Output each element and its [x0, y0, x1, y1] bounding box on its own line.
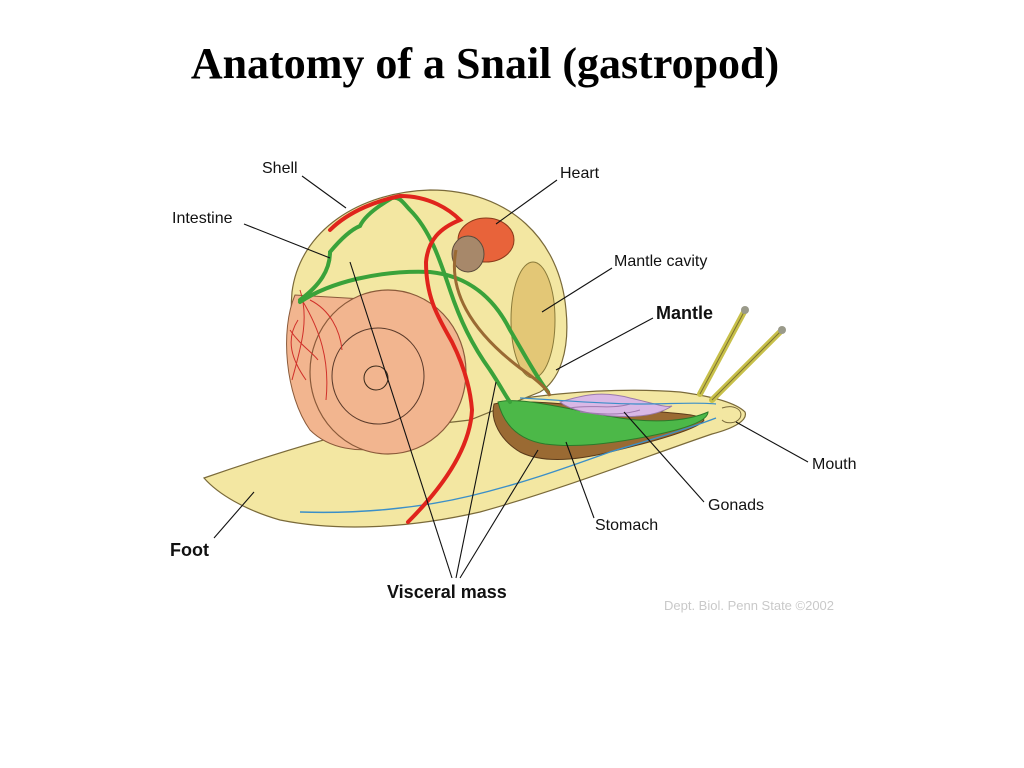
label-mantle-cavity: Mantle cavity [614, 253, 708, 270]
gonad-lines [569, 403, 641, 415]
intestine-tube [298, 195, 512, 404]
blood-vessel [328, 193, 475, 524]
nerve-lower [299, 417, 717, 514]
mouth-tip [721, 406, 742, 424]
leader-lines [213, 175, 809, 579]
leader-mantle [555, 317, 654, 371]
leader-heart [495, 179, 558, 225]
leader-mantle-cavity [541, 267, 613, 313]
leader-visceral-2 [455, 381, 497, 579]
shell-whorl-inner [331, 327, 425, 425]
label-mouth: Mouth [812, 456, 857, 473]
leader-mouth [735, 421, 809, 463]
page-title: Anatomy of a Snail (gastropod) [190, 39, 780, 88]
label-stomach: Stomach [595, 517, 659, 534]
shell-vessels [289, 289, 343, 401]
leader-visceral-1 [349, 261, 453, 579]
tentacle-lower-outline [711, 331, 781, 401]
label-visceral-mass: Visceral mass [387, 582, 507, 602]
heart-auricle [451, 235, 485, 273]
mantle-cavity [510, 261, 556, 379]
leader-stomach [565, 441, 595, 519]
label-shell: Shell [262, 160, 298, 177]
tentacle-upper-tip [741, 306, 749, 314]
tentacle-upper-outline [699, 311, 745, 395]
label-gonads: Gonads [708, 497, 765, 514]
leader-intestine [243, 223, 331, 259]
shell-whorl [309, 289, 467, 455]
nerve-upper [519, 397, 717, 405]
label-foot: Foot [170, 540, 209, 560]
label-intestine: Intestine [172, 210, 233, 227]
intestine-branch [298, 269, 550, 394]
leader-visceral-3 [459, 449, 539, 579]
credit-text: Dept. Biol. Penn State ©2002 [664, 598, 835, 613]
label-heart: Heart [560, 165, 600, 182]
leader-foot [213, 491, 255, 539]
aorta [452, 249, 552, 397]
gonads [558, 393, 673, 417]
tentacle-lower-tip [778, 326, 786, 334]
leader-shell [301, 175, 347, 209]
label-mantle: Mantle [656, 303, 714, 323]
leader-gonads [623, 411, 705, 503]
